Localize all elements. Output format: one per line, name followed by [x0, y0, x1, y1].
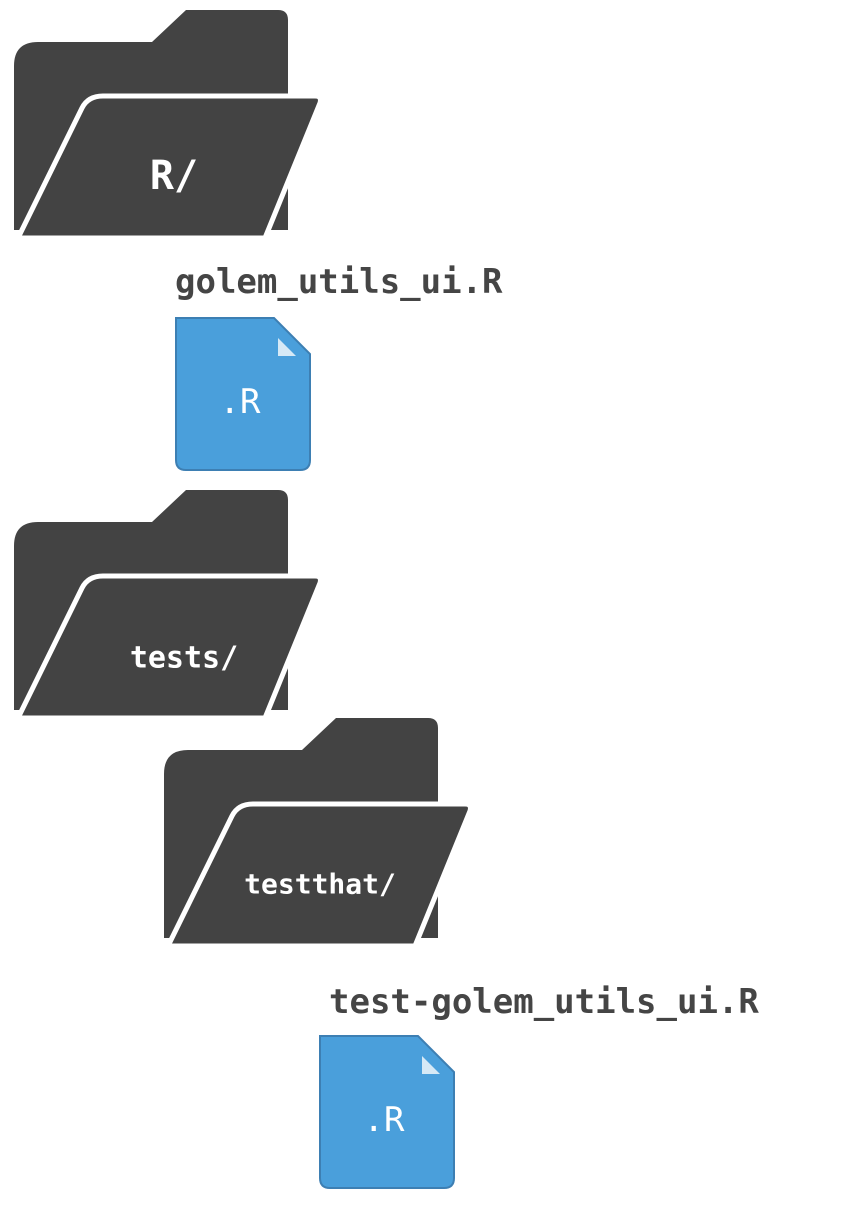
folder-icon: [14, 490, 323, 721]
r-file-icon: [175, 317, 311, 471]
folder-icon: [14, 10, 323, 241]
file-name: test-golem_utils_ui.R: [329, 982, 759, 1022]
r-file-icon: [319, 1035, 455, 1189]
file-extension: .R: [363, 1100, 405, 1140]
folder-label: testthat/: [244, 867, 396, 901]
folder-label: R/: [149, 153, 199, 199]
folder-icon: [164, 718, 473, 949]
folder-label: tests/: [129, 640, 239, 676]
file-name: golem_utils_ui.R: [175, 262, 503, 302]
folder-r[interactable]: R/: [0, 0, 330, 250]
file-test[interactable]: .R: [318, 1034, 458, 1190]
file-extension: .R: [219, 382, 261, 422]
file-r[interactable]: .R: [174, 316, 314, 472]
folder-testthat[interactable]: testthat/: [150, 708, 480, 958]
folder-tests[interactable]: tests/: [0, 480, 330, 730]
